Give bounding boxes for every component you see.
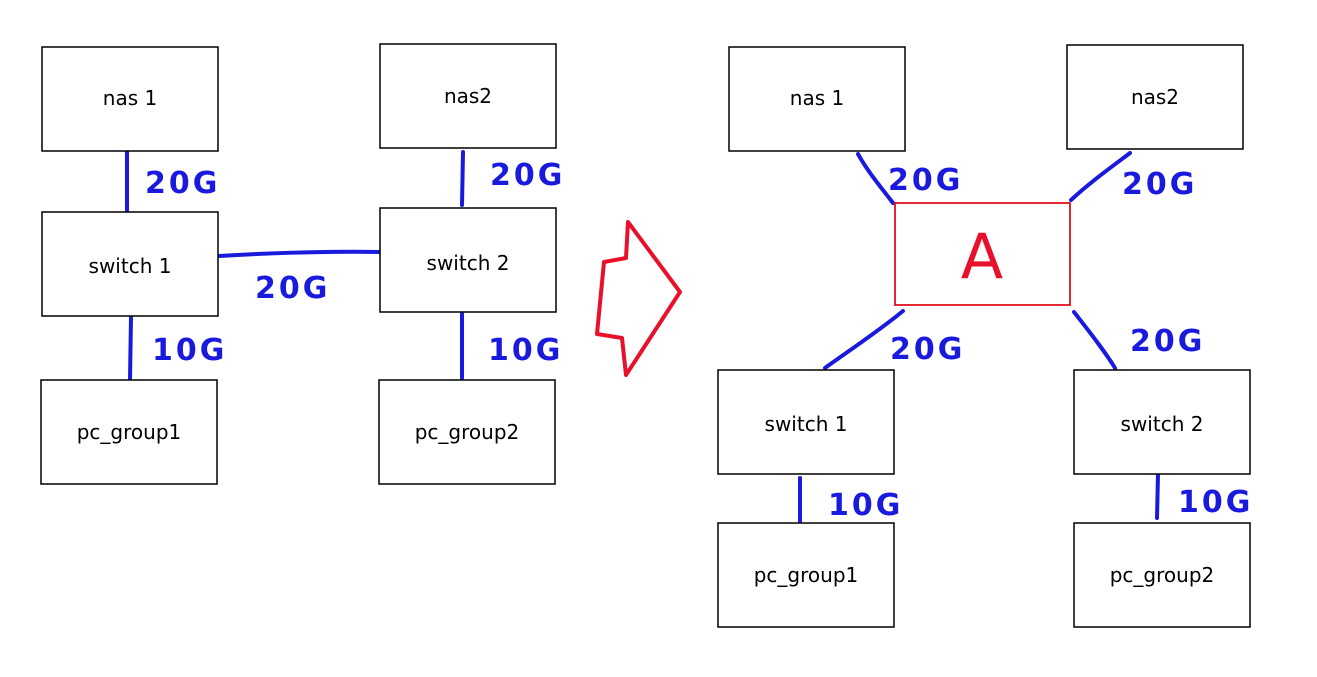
node-nas2-label: nas2	[444, 84, 492, 108]
label-a-switch2: 20G	[1130, 324, 1205, 359]
diagram-after: nas 1 nas2 A switch 1 switch 2 pc_group1…	[717, 44, 1253, 628]
label-switch1-pc1-after: 10G	[828, 488, 903, 523]
label-switch1-switch2: 20G	[255, 271, 330, 306]
label-nas2-switch2: 20G	[490, 158, 565, 193]
diagram-before: nas 1 nas2 switch 1 switch 2 pc_group1 p…	[40, 43, 565, 485]
link-nas1-a	[856, 152, 895, 205]
node-switch1-after	[717, 369, 895, 475]
node-switch2	[379, 207, 557, 313]
label-switch1-pc1: 10G	[152, 333, 227, 368]
node-nas2-after	[1066, 44, 1244, 150]
node-switch2-label: switch 2	[427, 251, 510, 275]
node-nas1-after	[728, 46, 906, 152]
label-switch2-pc2-after: 10G	[1178, 485, 1253, 520]
node-switch1	[41, 211, 219, 317]
link-switch2-pc2-after	[1155, 472, 1160, 520]
node-pc-group1-label: pc_group1	[77, 420, 182, 444]
node-switch1-after-label: switch 1	[765, 412, 848, 436]
node-switch2-after	[1073, 369, 1251, 475]
label-a-switch1: 20G	[890, 332, 965, 367]
node-switch2-after-label: switch 2	[1121, 412, 1204, 436]
node-pc-group1-after-label: pc_group1	[754, 563, 859, 587]
node-nas1-label: nas 1	[103, 86, 157, 110]
node-pc-group2-after	[1073, 522, 1251, 628]
link-switch1-pc1	[128, 316, 133, 381]
node-nas2	[379, 43, 557, 149]
node-hub-a	[894, 202, 1071, 306]
node-nas1-after-label: nas 1	[790, 86, 844, 110]
label-nas2-a: 20G	[1122, 167, 1197, 202]
link-a-switch2	[1072, 310, 1117, 370]
link-switch1-switch2	[217, 249, 387, 258]
node-pc-group2-label: pc_group2	[415, 420, 520, 444]
link-a-switch1	[823, 309, 905, 370]
hand-drawn-right-arrow-icon	[595, 220, 682, 377]
link-nas2-switch2	[460, 150, 465, 207]
node-pc-group1	[40, 379, 218, 485]
label-nas1-a: 20G	[888, 163, 963, 198]
node-hub-a-label: A	[961, 220, 1003, 293]
label-nas1-switch1: 20G	[145, 166, 220, 201]
node-pc-group2	[378, 379, 556, 485]
node-switch1-label: switch 1	[89, 254, 172, 278]
node-pc-group1-after	[717, 522, 895, 628]
node-nas2-after-label: nas2	[1131, 85, 1179, 109]
node-pc-group2-after-label: pc_group2	[1110, 563, 1215, 587]
label-switch2-pc2: 10G	[488, 333, 563, 368]
link-nas2-a	[1069, 151, 1132, 202]
node-nas1	[41, 46, 219, 152]
